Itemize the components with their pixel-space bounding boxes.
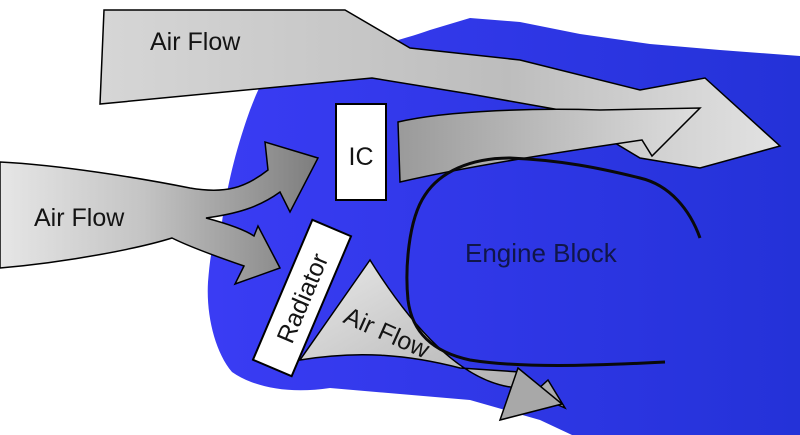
air-flow-arrow-bottom-head: [498, 366, 564, 422]
engine-block-outline: [405, 156, 702, 367]
engine-block-label: Engine Block: [465, 238, 618, 268]
air-flow-label-left: Air Flow: [34, 204, 125, 232]
radiator-box: [251, 218, 353, 378]
air-flow-label-top: Air Flow: [150, 28, 241, 56]
intercooler-box: [335, 103, 387, 201]
air-flow-arrow-left: [0, 140, 320, 286]
air-flow-arrow-bottom: [298, 258, 567, 412]
intercooler-label: IC: [349, 143, 374, 171]
